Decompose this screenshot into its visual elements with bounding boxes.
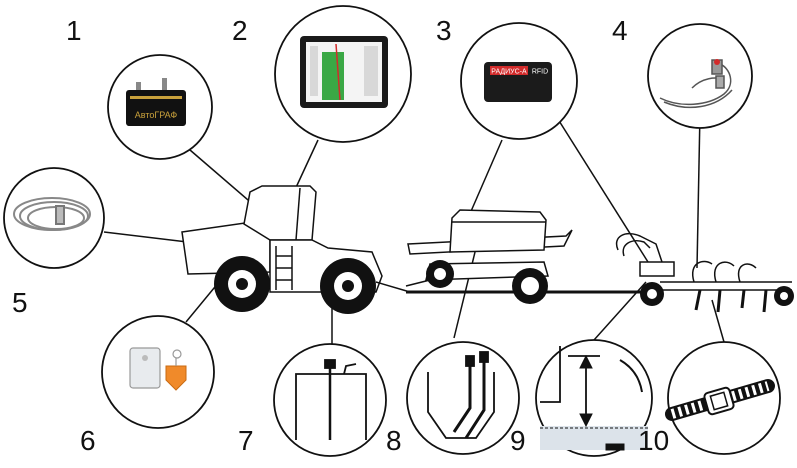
onboard-display-icon (300, 36, 388, 108)
callout-7-circle (273, 343, 387, 457)
tractor-ladder (275, 246, 293, 290)
callout-5-circle (3, 167, 105, 269)
callout-number-6: 6 (80, 425, 96, 456)
fuel-tank-sensor-icon (295, 359, 367, 440)
callout-number-4: 4 (612, 15, 628, 46)
callout-2-circle (274, 5, 412, 143)
hopper-sensor-icon (427, 351, 495, 439)
module-brand-label: РАДИУС-А (491, 69, 527, 76)
callout-8-circle (406, 341, 520, 455)
tracker-brand-label: АвтоГРАФ (135, 110, 178, 120)
gps-tracker-icon: АвтоГРАФ (126, 78, 186, 126)
callout-number-8: 8 (386, 425, 402, 456)
module-model-label: RFID (532, 69, 548, 76)
callout-number-10: 10 (638, 425, 669, 456)
callout-6-circle (101, 315, 215, 429)
callout-number-5: 5 (12, 287, 28, 318)
rfid-reader-icon (129, 347, 187, 391)
air-cart-wheels (426, 260, 548, 304)
sensor-cable-icon (659, 59, 733, 109)
shaft-rotation-sensor-icon (665, 379, 775, 421)
callout-10-circle (665, 341, 781, 455)
callout-1-circle: АвтоГРАФ (107, 54, 213, 160)
callout-3-circle: РАДИУС-А RFID (460, 22, 578, 140)
depth-sensor-icon (540, 346, 648, 451)
callout-number-2: 2 (232, 15, 248, 46)
callout-number-3: 3 (436, 15, 452, 46)
callout-number-1: 1 (66, 15, 82, 46)
callout-number-9: 9 (510, 425, 526, 456)
antenna-cable-icon (13, 197, 91, 231)
seeder-wheels (640, 282, 794, 306)
callout-9-circle (535, 339, 653, 457)
control-module-icon: РАДИУС-А RFID (484, 62, 552, 102)
callout-4-circle (647, 23, 753, 129)
callout-number-7: 7 (238, 425, 254, 456)
tractor-wheels (214, 256, 376, 314)
callout-numbers: 1 2 3 4 5 6 7 8 9 10 (12, 15, 669, 456)
seeder (615, 232, 792, 313)
